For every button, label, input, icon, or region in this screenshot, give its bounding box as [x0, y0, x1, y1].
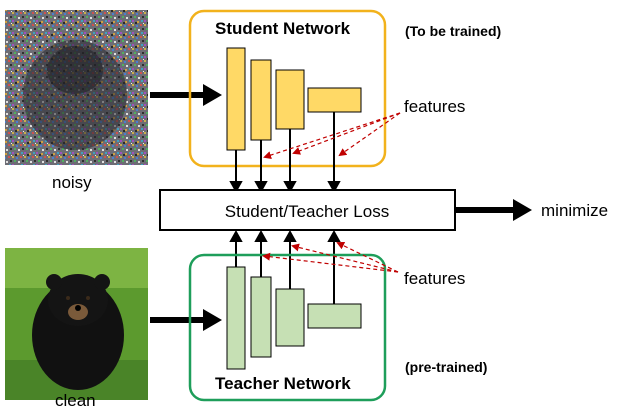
clean-input-arrow [150, 309, 222, 331]
student-note: (To be trained) [405, 23, 501, 39]
teacher-feature-arrows [229, 229, 341, 304]
noisy-image [5, 10, 148, 165]
teacher-layer-2 [250, 276, 272, 358]
student-layer-3 [275, 69, 305, 130]
minimize-arrow [455, 199, 532, 221]
noisy-label: noisy [52, 173, 92, 192]
student-layers [226, 47, 362, 151]
teacher-network-title: Teacher Network [215, 374, 351, 393]
noisy-input-arrow [150, 84, 222, 106]
student-network-title: Student Network [215, 19, 351, 38]
student-feature-arrows [229, 112, 341, 194]
clean-image [5, 248, 148, 400]
minimize-label: minimize [541, 201, 608, 220]
student-feature-pointers [263, 112, 401, 159]
student-layer-1 [226, 47, 246, 151]
loss-box [159, 189, 456, 231]
teacher-features-label: features [404, 269, 465, 288]
teacher-layer-3 [275, 288, 305, 347]
teacher-feature-pointers [262, 242, 399, 273]
teacher-layer-1 [226, 266, 246, 370]
teacher-layers [226, 266, 362, 370]
teacher-layer-4 [307, 303, 362, 329]
student-layer-4 [307, 87, 362, 113]
student-features-label: features [404, 97, 465, 116]
teacher-note: (pre-trained) [405, 359, 487, 375]
loss-label: Student/Teacher Loss [225, 202, 389, 221]
student-layer-2 [250, 59, 272, 141]
student-network-box [188, 9, 387, 168]
clean-label: clean [55, 391, 96, 410]
teacher-network-box [188, 253, 387, 402]
